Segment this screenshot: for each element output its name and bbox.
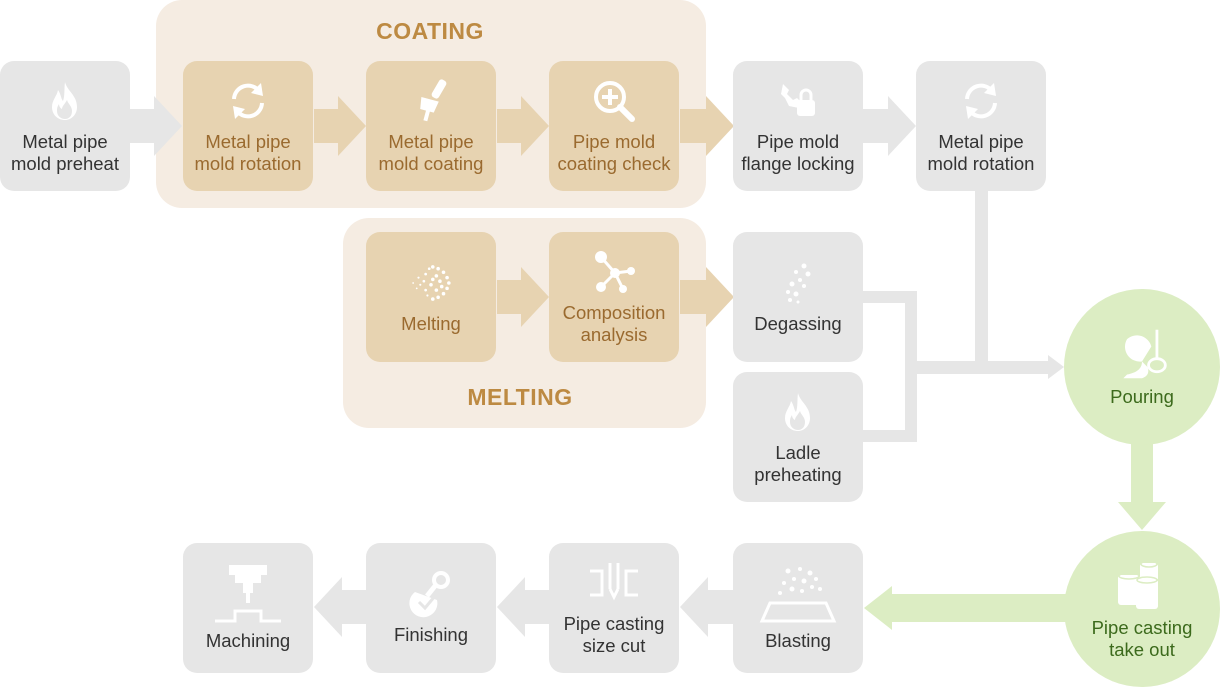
step-label: Metal pipe mold rotation <box>194 131 302 174</box>
step-label: Blasting <box>765 630 831 651</box>
step-metal-pipe-mold-rotation-2: Metal pipe mold rotation <box>916 61 1046 191</box>
arrow-coating-to-check <box>497 96 549 156</box>
step-label: Ladle preheating <box>754 442 842 485</box>
step-pouring: Pouring <box>1064 289 1220 445</box>
step-ladle-preheating: Ladle preheating <box>733 372 863 502</box>
step-label: Metal pipe mold coating <box>378 131 484 174</box>
connector-horizontal-to-pouring <box>905 361 1050 374</box>
step-label: Metal pipe mold rotation <box>927 131 1035 174</box>
step-metal-pipe-mold-preheat: Metal pipe mold preheat <box>0 61 130 191</box>
arrow-composition-to-degassing <box>680 267 734 327</box>
flame-icon <box>40 77 90 125</box>
step-pipe-mold-flange-locking: Pipe mold flange locking <box>733 61 863 191</box>
rotate-icon <box>956 77 1006 125</box>
dissolve-gear-icon <box>406 259 456 307</box>
finishing-icon <box>406 570 456 618</box>
arrow-melting-to-composition <box>497 267 549 327</box>
arrow-blasting-to-sizecut <box>680 577 733 637</box>
arrow-pouring-to-takeout <box>1118 444 1166 530</box>
step-label: Pipe mold coating check <box>557 131 671 174</box>
bubbles-icon <box>773 259 823 307</box>
arrow-takeout-to-blasting <box>864 586 1066 630</box>
step-metal-pipe-mold-rotation: Metal pipe mold rotation <box>183 61 313 191</box>
arrow-sizecut-to-finishing <box>497 577 550 637</box>
step-label: Melting <box>401 313 461 334</box>
step-pipe-mold-coating-check: Pipe mold coating check <box>549 61 679 191</box>
connector-degassing-right <box>863 291 917 303</box>
arrow-finishing-to-machining <box>314 577 367 637</box>
step-blasting: Blasting <box>733 543 863 673</box>
step-label: Composition analysis <box>562 302 666 345</box>
arrow-check-to-flange <box>680 96 734 156</box>
step-label: Pouring <box>1110 386 1174 407</box>
ladle-pour-icon <box>1114 326 1170 382</box>
flame-icon <box>773 388 823 436</box>
coating-group-title: COATING <box>376 18 484 44</box>
mill-icon <box>213 564 283 624</box>
step-metal-pipe-mold-coating: Metal pipe mold coating <box>366 61 496 191</box>
step-label: Pipe casting take out <box>1091 617 1193 660</box>
step-label: Degassing <box>754 313 842 334</box>
wrench-lock-icon <box>773 77 823 125</box>
step-finishing: Finishing <box>366 543 496 673</box>
spray-icon <box>758 564 838 624</box>
step-composition-analysis: Composition analysis <box>549 232 679 362</box>
step-label: Machining <box>205 630 291 651</box>
connector-arrowhead-pouring <box>1048 355 1064 379</box>
step-label: Pipe casting size cut <box>563 613 665 656</box>
pipe-stack-icon <box>1114 557 1170 613</box>
connector-rotation2-down <box>975 191 988 367</box>
melting-group-title: MELTING <box>467 384 573 410</box>
rotate-icon <box>223 77 273 125</box>
step-label: Pipe mold flange locking <box>741 131 855 174</box>
step-label: Metal pipe mold preheat <box>11 131 119 174</box>
cut-icon <box>586 559 642 607</box>
paintbrush-icon <box>406 77 456 125</box>
step-label: Finishing <box>393 624 469 645</box>
molecule-icon <box>589 248 639 296</box>
arrow-rotation-to-coating <box>314 96 366 156</box>
magnifier-plus-icon <box>589 77 639 125</box>
connector-ladle-right <box>863 430 917 442</box>
step-melting: Melting <box>366 232 496 362</box>
step-degassing: Degassing <box>733 232 863 362</box>
arrow-preheat-to-rotation <box>130 96 182 156</box>
step-machining: Machining <box>183 543 313 673</box>
step-pipe-casting-take-out: Pipe casting take out <box>1064 531 1220 687</box>
arrow-flange-to-rotation2 <box>863 96 916 156</box>
step-pipe-casting-size-cut: Pipe casting size cut <box>549 543 679 673</box>
